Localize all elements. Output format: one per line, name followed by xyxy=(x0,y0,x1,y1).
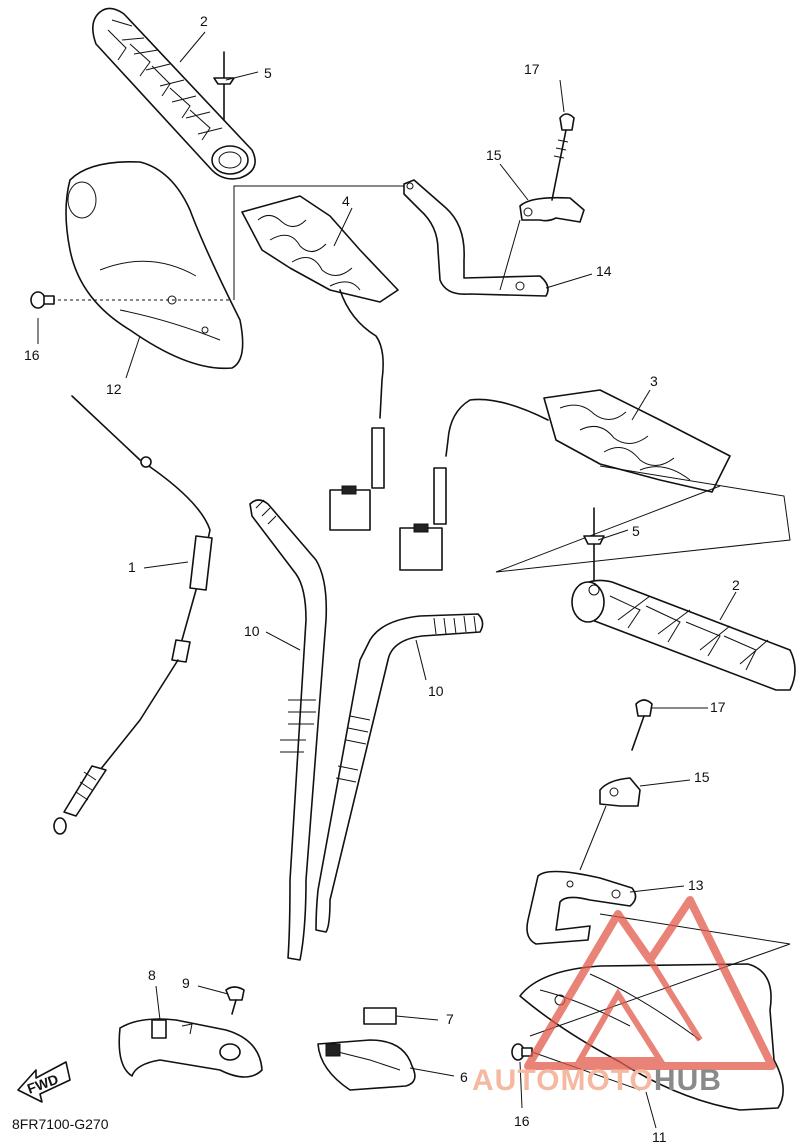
drawing-code: 8FR7100-G270 xyxy=(12,1116,109,1132)
callout-4: 4 xyxy=(342,193,350,209)
callout-14: 14 xyxy=(596,263,612,279)
callout-2-top: 2 xyxy=(200,13,208,29)
bolt-16-left xyxy=(30,291,55,309)
callout-7: 7 xyxy=(446,1011,454,1027)
callout-15-right: 15 xyxy=(694,769,710,785)
callout-3: 3 xyxy=(650,373,658,389)
callout-2-right: 2 xyxy=(732,577,740,593)
callout-16-right: 16 xyxy=(514,1113,530,1129)
callout-13: 13 xyxy=(688,877,704,893)
bolt-16-right xyxy=(511,1043,641,1091)
rivet-top xyxy=(213,51,259,121)
watermark-logo xyxy=(524,896,776,1070)
leader-lines xyxy=(37,31,737,1129)
clamp-top xyxy=(499,113,585,291)
part-8-bracket xyxy=(118,986,263,1078)
callout-10-right: 10 xyxy=(428,683,444,699)
watermark-text-b: HUB xyxy=(653,1064,722,1097)
callout-16-left: 16 xyxy=(24,347,40,363)
throttle-cable xyxy=(53,395,213,835)
callout-5-top: 5 xyxy=(264,65,272,81)
part-6-holder xyxy=(317,1007,416,1091)
rivet-right xyxy=(583,507,605,591)
callout-12: 12 xyxy=(106,381,122,397)
callout-8: 8 xyxy=(148,967,156,983)
callout-1: 1 xyxy=(128,559,136,575)
callout-11: 11 xyxy=(652,1129,667,1145)
watermark-text-a: AUTOMOTO xyxy=(472,1064,654,1097)
bracket-14 xyxy=(403,179,549,297)
right-grip xyxy=(571,579,796,691)
callout-10-left: 10 xyxy=(244,623,260,639)
callout-17-right: 17 xyxy=(710,699,726,715)
callout-6: 6 xyxy=(460,1069,468,1085)
watermark-text: AUTOMOTOHUB xyxy=(472,1064,722,1098)
heater-element-left xyxy=(241,195,399,531)
handlebar-left xyxy=(249,499,328,961)
heater-element-right xyxy=(399,389,791,573)
bracket-13 xyxy=(526,870,637,945)
left-hand-guard xyxy=(52,161,408,370)
handlebar-right xyxy=(315,613,484,933)
clamp-right xyxy=(579,699,653,871)
left-grip xyxy=(92,7,256,180)
callout-15-top: 15 xyxy=(486,147,502,163)
callout-17-top: 17 xyxy=(524,61,540,77)
callout-9: 9 xyxy=(182,975,190,991)
callout-5-right: 5 xyxy=(632,523,640,539)
right-hand-guard xyxy=(519,913,791,1111)
fwd-arrow-icon xyxy=(17,1061,71,1103)
